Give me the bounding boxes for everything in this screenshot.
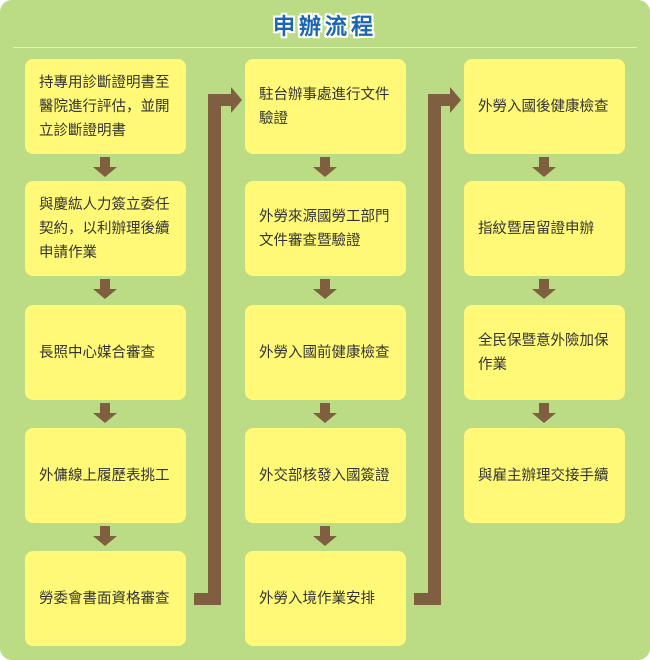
connector-1-top bbox=[208, 94, 233, 106]
step-box: 持專用診斷證明書至醫院進行評估，並開立診斷證明書 bbox=[25, 59, 186, 154]
page-title: 申辦流程 bbox=[272, 15, 377, 40]
step-box: 全民保暨意外險加保作業 bbox=[464, 305, 625, 400]
step-box: 勞委會書面資格審查 bbox=[25, 551, 186, 646]
step-box: 指紋暨居留證申辦 bbox=[464, 181, 625, 276]
step-box: 與雇主辦理交接手續 bbox=[464, 428, 625, 523]
step-box: 長照中心媒合審查 bbox=[25, 305, 186, 400]
step-label: 勞委會書面資格審查 bbox=[39, 590, 170, 607]
step-label: 全民保暨意外險加保作業 bbox=[478, 332, 609, 373]
step-label: 外勞入境作業安排 bbox=[259, 590, 375, 607]
step-label: 持專用診斷證明書至醫院進行評估，並開立診斷證明書 bbox=[39, 74, 170, 139]
step-label: 駐台辦事處進行文件驗證 bbox=[259, 86, 390, 127]
step-box: 外交部核發入國簽證 bbox=[245, 428, 406, 523]
step-box: 外勞入國前健康檢查 bbox=[245, 305, 406, 400]
connector-1-vertical bbox=[208, 94, 221, 605]
step-box: 外勞來源國勞工部門文件審查暨驗證 bbox=[245, 181, 406, 276]
step-label: 長照中心媒合審查 bbox=[39, 344, 155, 361]
step-label: 外傭線上履歷表挑工 bbox=[39, 467, 170, 484]
connector-2-vertical bbox=[428, 94, 441, 605]
step-box: 外勞入境作業安排 bbox=[245, 551, 406, 646]
step-label: 外交部核發入國簽證 bbox=[259, 467, 390, 484]
step-label: 外勞入國前健康檢查 bbox=[259, 344, 390, 361]
divider bbox=[13, 47, 637, 48]
step-box: 駐台辦事處進行文件驗證 bbox=[245, 59, 406, 154]
step-box: 外勞入國後健康檢查 bbox=[464, 59, 625, 154]
arrow-right-icon bbox=[450, 87, 461, 113]
connector-2-top bbox=[428, 94, 452, 106]
arrow-right-icon bbox=[231, 87, 242, 113]
step-box: 外傭線上履歷表挑工 bbox=[25, 428, 186, 523]
step-label: 外勞來源國勞工部門文件審查暨驗證 bbox=[259, 208, 390, 249]
step-label: 與慶紘人力簽立委任契約，以利辦理後續申請作業 bbox=[39, 196, 170, 261]
step-label: 外勞入國後健康檢查 bbox=[478, 98, 609, 115]
step-box: 與慶紘人力簽立委任契約，以利辦理後續申請作業 bbox=[25, 181, 186, 276]
step-label: 指紋暨居留證申辦 bbox=[478, 220, 594, 237]
step-label: 與雇主辦理交接手續 bbox=[478, 467, 609, 484]
